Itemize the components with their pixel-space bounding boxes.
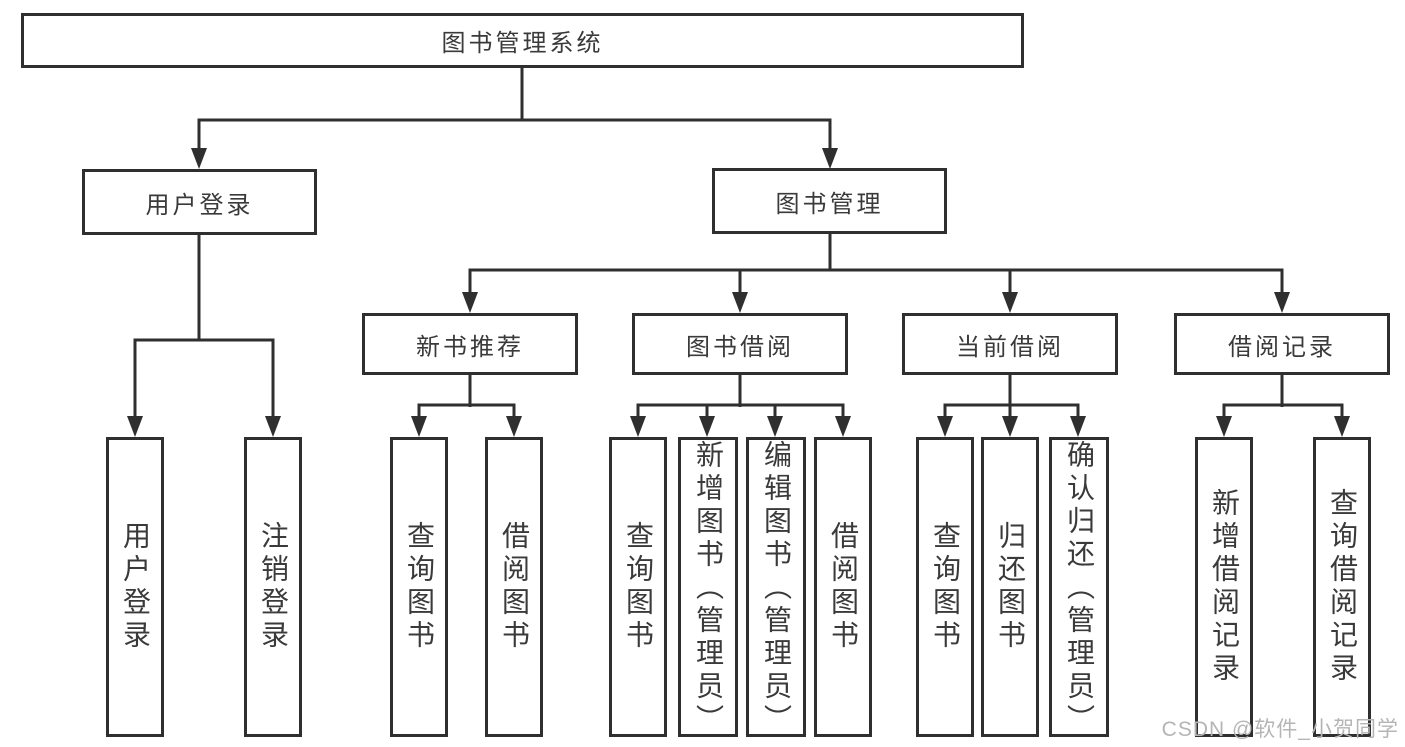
node-label: 用户登录	[145, 191, 254, 219]
leaf-query-book: 查询图书	[609, 437, 667, 737]
connector-paths	[133, 68, 1344, 420]
node-current-borrowing: 当前借阅	[902, 313, 1118, 375]
leaf-confirm-return-admin: 确认归还（管理员）	[1049, 437, 1109, 737]
leaf-return-book: 归还图书	[981, 437, 1039, 737]
node-root-label: 图书管理系统	[441, 30, 604, 57]
leaf-query-book: 查询图书	[916, 437, 974, 737]
leaf-borrow-book: 借阅图书	[814, 437, 872, 737]
leaf-label: 用户登录	[120, 521, 151, 653]
leaf-user-login: 用户登录	[106, 437, 164, 737]
csdn-watermark: CSDN @软件_小贺同学	[1161, 718, 1399, 741]
node-label: 借阅记录	[1228, 333, 1336, 361]
leaf-add-book-admin: 新增图书（管理员）	[678, 437, 738, 737]
leaf-label: 查询图书	[930, 521, 961, 653]
node-root-system: 图书管理系统	[21, 13, 1024, 68]
node-borrowing-records: 借阅记录	[1174, 313, 1390, 375]
leaf-logout: 注销登录	[244, 437, 302, 737]
node-label: 图书借阅	[686, 333, 794, 361]
leaf-edit-book-admin: 编辑图书（管理员）	[746, 437, 806, 737]
arrowheads	[127, 148, 1350, 437]
node-new-book-recommend: 新书推荐	[362, 313, 578, 375]
leaf-label: 查询图书	[404, 521, 435, 653]
leaf-label: 归还图书	[995, 521, 1026, 653]
node-user-login-module: 用户登录	[82, 169, 317, 235]
leaf-label: 新增借阅记录	[1209, 488, 1240, 686]
leaf-label: 新增图书（管理员）	[693, 440, 724, 737]
leaf-label: 查询图书	[623, 521, 654, 653]
leaf-label: 借阅图书	[499, 521, 530, 653]
leaf-add-borrow-record: 新增借阅记录	[1195, 437, 1253, 737]
node-book-management-module: 图书管理	[712, 168, 947, 234]
node-label: 图书管理	[775, 190, 884, 218]
node-label: 新书推荐	[416, 333, 524, 361]
leaf-label: 注销登录	[258, 521, 289, 653]
leaf-label: 借阅图书	[828, 521, 859, 653]
leaf-query-book: 查询图书	[390, 437, 448, 737]
leaf-borrow-book: 借阅图书	[485, 437, 543, 737]
leaf-label: 查询借阅记录	[1327, 488, 1358, 686]
node-label: 当前借阅	[956, 333, 1064, 361]
leaf-query-borrow-record: 查询借阅记录	[1313, 437, 1371, 737]
leaf-label: 编辑图书（管理员）	[761, 440, 792, 737]
node-book-borrowing: 图书借阅	[632, 313, 848, 375]
leaf-label: 确认归还（管理员）	[1064, 440, 1095, 737]
